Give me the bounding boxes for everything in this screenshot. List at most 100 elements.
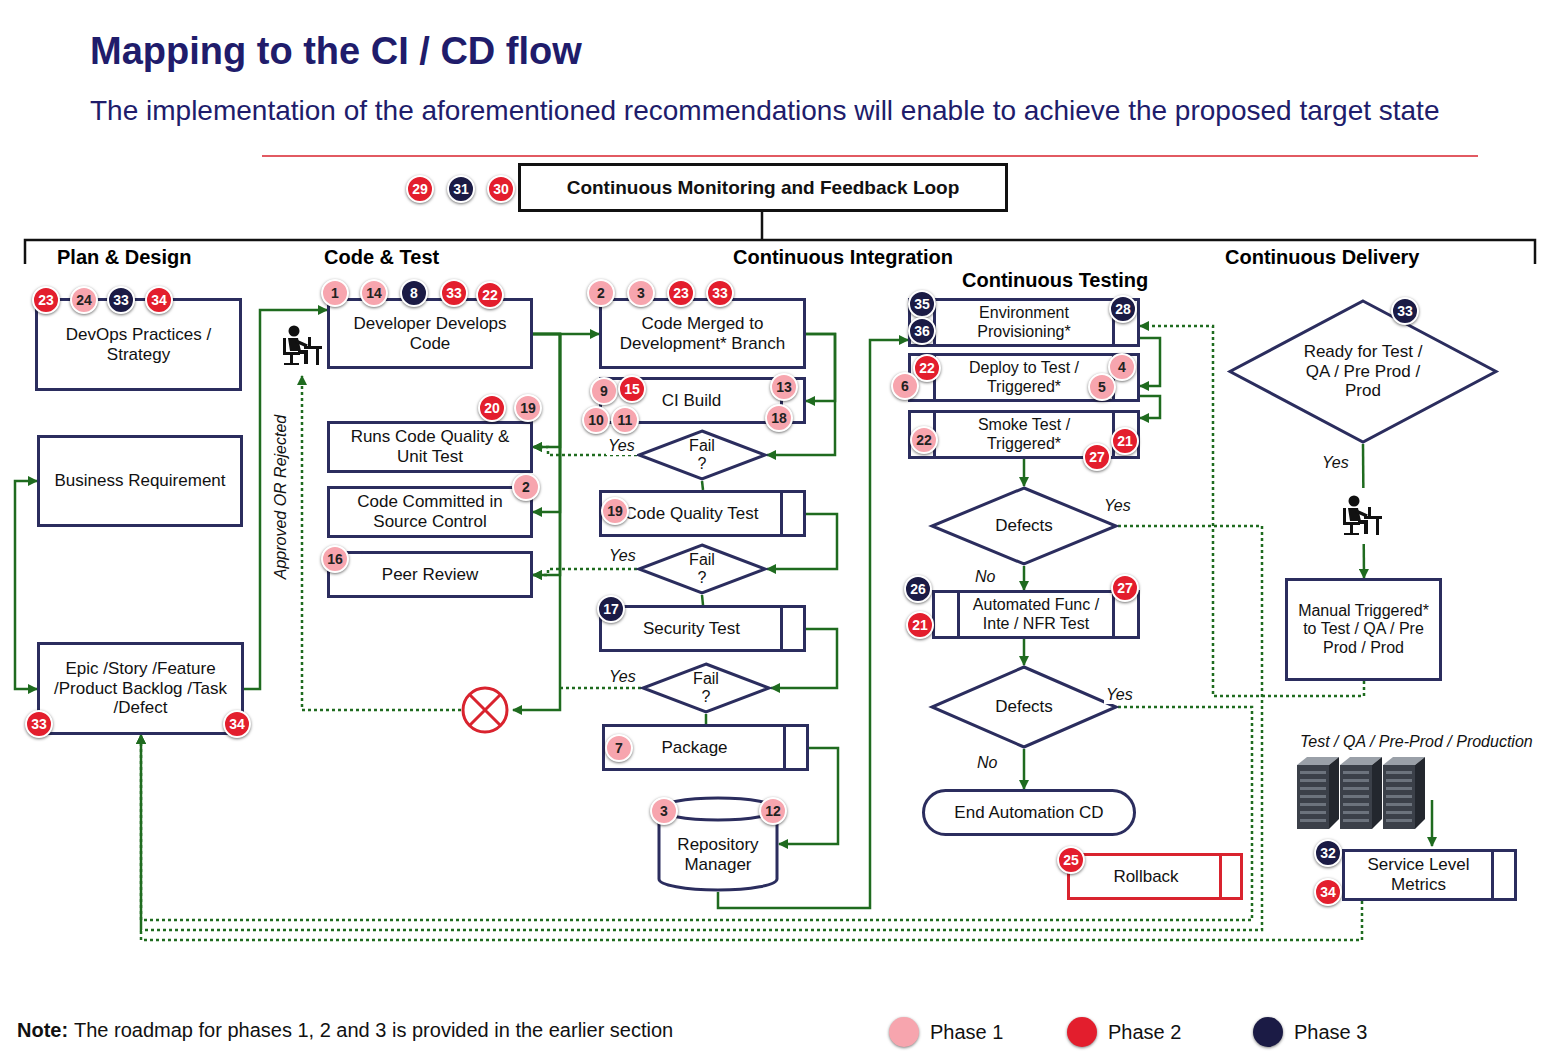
callout-number: 34 [145,286,173,314]
node-text: Code Merged to Development* Branch [608,314,797,353]
node-text: Security Test [643,619,740,639]
callout-number: 34 [223,710,251,738]
process-bar [1112,593,1115,636]
developer-icon [283,326,322,366]
node-text: Manual Triggered* to Test / QA / Pre Pro… [1294,602,1433,657]
legend-text: Phase 1 [930,1021,1003,1044]
callout-number: 33 [107,286,135,314]
node-text: Automated Func / Inte / NFR Test [963,596,1109,633]
node-text: Continuous Monitoring and Feedback Loop [567,177,960,199]
side-label: Approved OR Rejected [272,413,290,582]
edge-label: No [973,568,997,586]
edge-label: Yes [1320,454,1351,472]
callout-number: 2 [587,279,615,307]
node-text: Epic /Story /Feature /Product Backlog /T… [46,659,235,718]
callout-number: 35 [908,290,936,318]
legend-swatch [889,1017,919,1047]
callout-number: 12 [759,797,787,825]
legend-text: Phase 3 [1294,1021,1367,1044]
diamond-outline [639,545,765,593]
callout-number: 34 [1314,878,1342,906]
callout-number: 14 [360,279,388,307]
process-box: Peer Review [327,551,533,598]
section-heading: Continuous Integration [733,246,953,269]
flow-connector [705,714,708,724]
process-bar [780,608,783,649]
process-bar [783,727,786,768]
decision-diamond: Fail ? [637,429,767,481]
node-text: Code Committed in Source Control [336,492,524,531]
callout-number: 36 [908,317,936,345]
node-text: CI Build [662,391,722,411]
callout-number: 3 [627,279,655,307]
fail-yes-line [560,687,641,690]
callout-number: 11 [611,406,639,434]
callout-number: 31 [447,175,475,203]
node-text: Peer Review [382,565,478,585]
branch-label: Yes [607,668,638,686]
flow-connector [533,334,560,575]
feedback-connector [141,707,1252,920]
process-box: Manual Triggered* to Test / QA / Pre Pro… [1285,578,1442,681]
process-bar [1491,852,1494,898]
flow-connector [1140,396,1160,418]
process-box: Epic /Story /Feature /Product Backlog /T… [37,642,244,735]
edge-label: Yes [1102,497,1133,515]
flow-connector [244,310,327,689]
flow-connector [1023,639,1026,665]
callout-number: 1 [321,279,349,307]
section-heading: Continuous Delivery [1225,246,1419,269]
callout-number: 21 [906,611,934,639]
flow-connector [1023,566,1026,590]
environment-label: Test / QA / Pre-Prod / Production [1298,733,1535,751]
note-heading: Note: [17,1019,68,1042]
predefined-process-box: Automated Func / Inte / NFR Test [932,590,1140,639]
callout-number: 22 [910,426,938,454]
icon-backing [1336,488,1390,544]
decision-diamond: Fail ? [641,662,771,714]
terminator-box: End Automation CD [922,789,1136,836]
node-text: Deploy to Test / Triggered* [939,359,1109,396]
edge-label: No [975,754,999,772]
node-text: End Automation CD [954,803,1103,823]
node-text: Defects [995,697,1053,717]
legend-text: Phase 2 [1108,1021,1181,1044]
diamond-outline [932,488,1116,564]
callout-number: 25 [1057,846,1085,874]
node-text: Developer Develops Code [336,314,524,353]
page-subtitle: The implementation of the aforementioned… [90,92,1510,130]
callout-number: 16 [321,545,349,573]
diamond-outline [643,664,769,712]
callout-number: 9 [590,377,618,405]
node-text: Rollback [1113,867,1178,887]
callout-number: 22 [913,354,941,382]
decision-diamond: Ready for Test / QA / Pre Prod / Prod [1228,299,1498,444]
diamond-outline [1230,301,1496,442]
callout-number: 24 [70,286,98,314]
node-text: Repository Manager [657,835,779,874]
decision-diamond: Defects [930,486,1118,566]
flow-connector [1023,749,1026,789]
node-text: Fail ? [686,437,718,474]
flow-connector [702,595,703,605]
edge-label: Yes [607,547,638,565]
predefined-process-box: Service Level Metrics [1342,849,1517,901]
process-box: Code Committed in Source Control [327,486,533,538]
callout-number: 8 [400,279,428,307]
legend-swatch [1253,1017,1283,1047]
callout-number: 2 [512,473,540,501]
flow-connector [806,334,835,401]
node-text: Ready for Test / QA / Pre Prod / Prod [1303,342,1423,401]
decision-diamond: Defects [930,665,1118,749]
callout-number: 32 [1314,839,1342,867]
server-rack [1340,757,1382,829]
callout-number: 23 [32,286,60,314]
callout-number: 13 [770,373,798,401]
process-box: Runs Code Quality & Unit Test [327,421,533,473]
flow-connector [702,481,703,490]
callout-number: 33 [440,279,468,307]
callout-number: 21 [1111,427,1139,455]
node-text: Smoke Test / Triggered* [939,416,1109,453]
predefined-process-box: Code Quality Test [599,490,806,537]
